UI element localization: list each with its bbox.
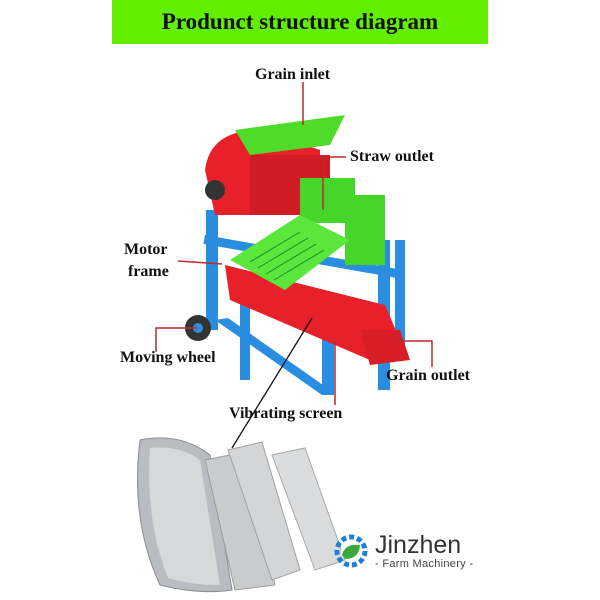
brand-tagline: - Farm Machinery - [375, 558, 474, 570]
grain-inlet-hopper [235, 115, 345, 155]
page-title: Produnct structure diagram [161, 9, 439, 34]
brand-name: Jinzhen [375, 531, 462, 559]
title-banner: Produnct structure diagram [112, 0, 488, 44]
label-grain-inlet: Grain inlet [255, 66, 331, 83]
label-moving-wheel: Moving wheel [120, 349, 216, 366]
callout-lines [155, 82, 433, 405]
screen-tray [230, 215, 350, 290]
label-motor-frame-line2: frame [128, 263, 169, 280]
brand-logo: Jinzhen - Farm Machinery - [333, 532, 473, 570]
grain-chute [225, 265, 400, 360]
label-grain-outlet: Grain outlet [386, 367, 470, 384]
gear-leaf-icon [334, 534, 368, 568]
label-vibrating-screen: Vibrating screen [229, 405, 343, 422]
label-straw-outlet: Straw outlet [350, 148, 434, 165]
grain-outlet-box [360, 330, 410, 365]
sieve-screens [137, 437, 346, 593]
label-motor-frame-line1: Motor [124, 241, 168, 258]
vibrating-screen-pointer [231, 317, 313, 449]
